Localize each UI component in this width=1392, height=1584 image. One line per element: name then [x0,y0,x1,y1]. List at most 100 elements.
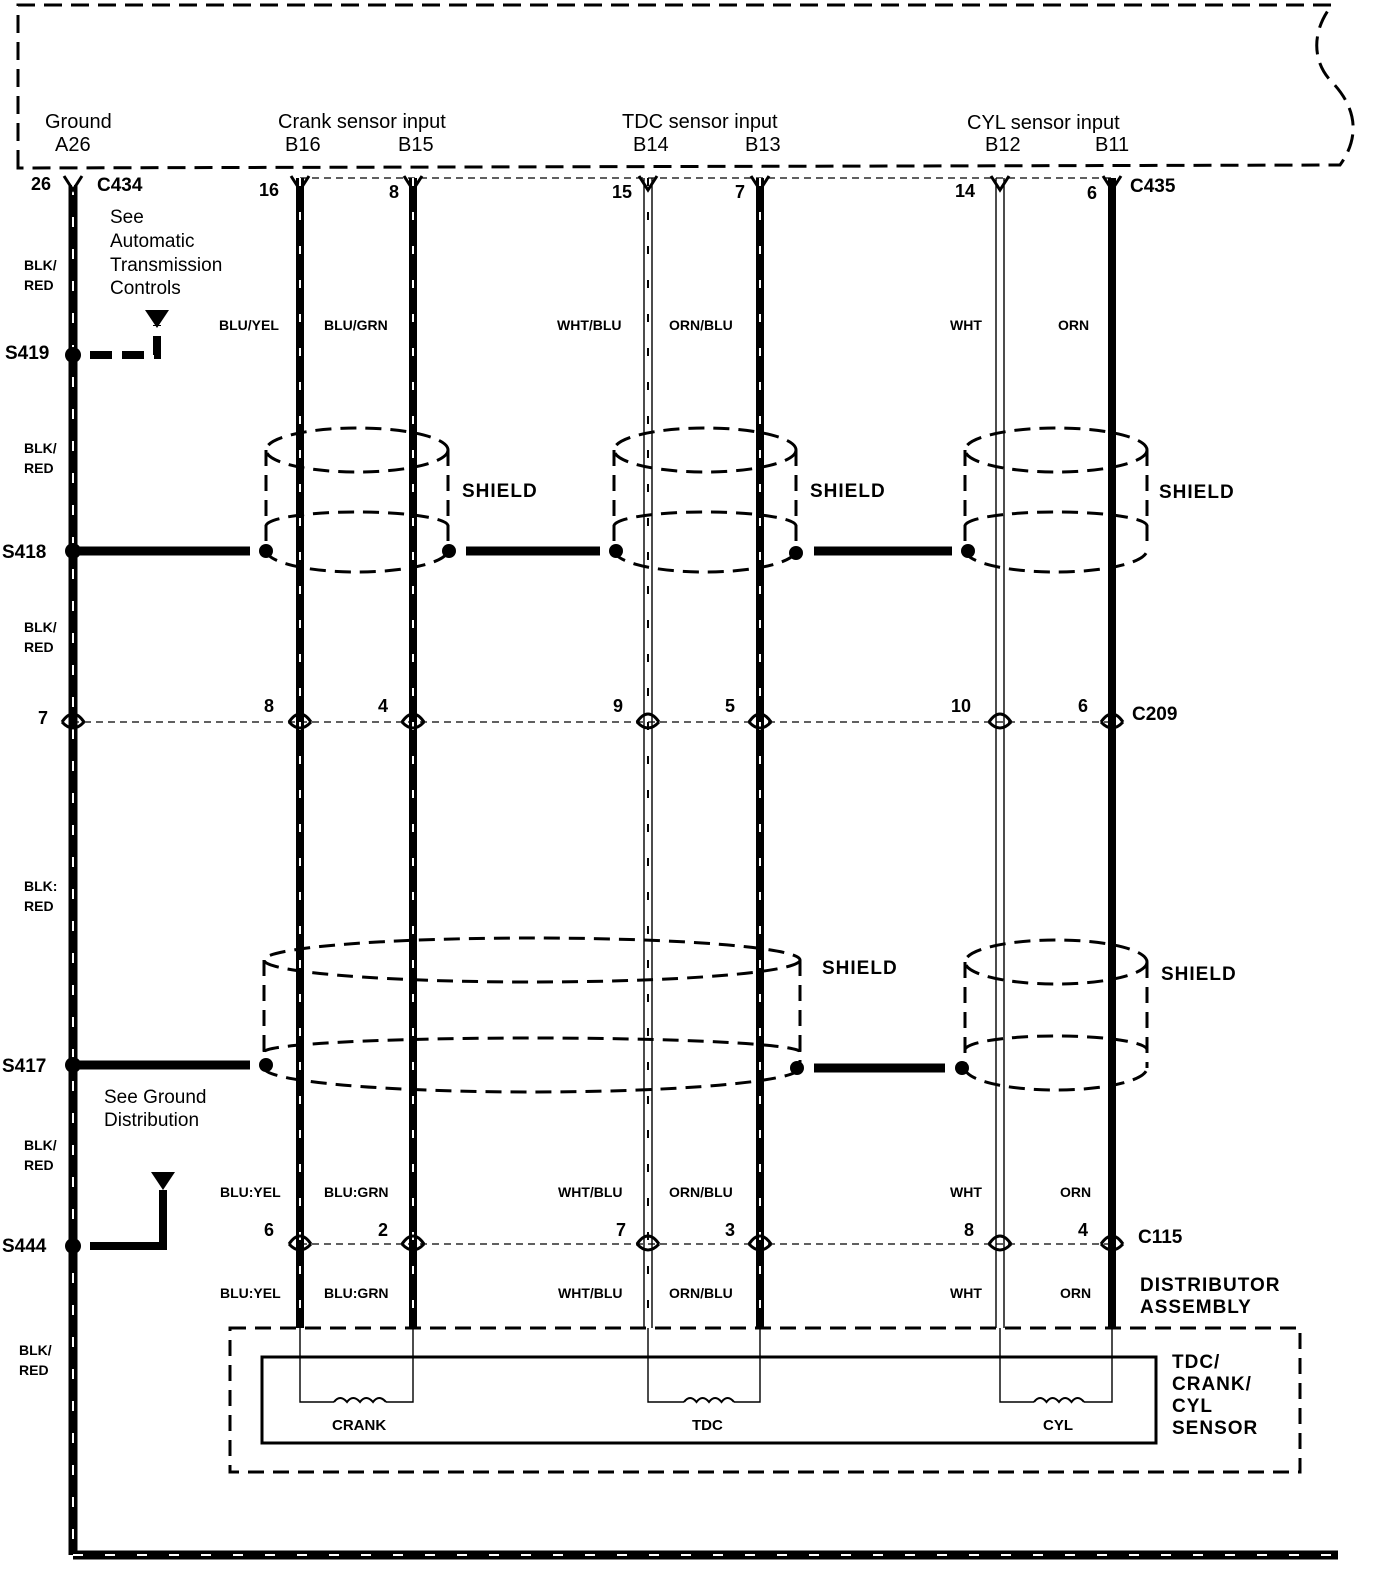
ecm-box-outline [16,3,1355,170]
pin-c115-4: 4 [1078,1220,1088,1240]
pin-c434-26: 26 [31,174,51,194]
coil-icons [333,1397,1085,1404]
connector-c435: C435 [1130,176,1176,197]
pin-c209-8: 8 [264,696,274,716]
shield-drain-s418 [73,544,975,560]
shield-labels: SHIELD SHIELD SHIELD SHIELD SHIELD [462,481,1236,985]
ground-wire-color: BLK/RED [24,440,57,476]
shield-cyl-upper [963,426,1149,574]
wire-color: WHT [950,1184,982,1200]
tdc-wire-wht-blu [643,178,653,1328]
splice-s419: S419 [5,343,49,364]
c434-terminal [62,175,84,193]
coil-leads [299,1328,1113,1403]
splice-s417: S417 [2,1056,46,1077]
crank-pin-label-2: B15 [398,134,434,156]
coil-label-crank: CRANK [332,1417,386,1434]
pin-c435-7: 7 [735,182,745,202]
distributor-title: ASSEMBLY [1140,1297,1252,1318]
shield-drain-s417 [73,1058,969,1075]
cyl-pin-label-1: B12 [985,134,1021,156]
wire-color: WHT [950,317,982,333]
s419-branch [90,310,169,359]
wire-color: ORN/BLU [669,1184,733,1200]
pin-c209-9: 9 [613,696,623,716]
splice-s444: S444 [2,1236,47,1257]
pin-c115-6: 6 [264,1220,274,1240]
connector-c115: C115 [1138,1227,1183,1248]
wire-color: ORN/BLU [669,317,733,333]
pin-c209-5: 5 [725,696,735,716]
c115-terminals [287,1234,1125,1252]
ground-wire-color: BLK/RED [24,619,57,655]
pin-c115-2: 2 [378,1220,388,1240]
tdc-pin-label-1: B14 [633,134,669,156]
connector-c434: C434 [97,175,143,196]
cyl-wire-wht [995,178,1005,1328]
ground-wire-color: BLK/RED [24,1137,57,1173]
pin-c435-16: 16 [259,180,279,200]
pin-numbers: 26 16 8 15 7 14 6 7 8 4 9 5 10 6 6 2 7 3… [31,174,1097,1240]
crank-pin-label-1: B16 [285,134,321,156]
wire-colors-lower-a: BLU:YEL BLU:GRN WHT/BLU ORN/BLU WHT ORN [220,1184,1091,1200]
ground-wire-color: BLK/RED [24,257,57,293]
c435-terminals [289,175,1123,193]
note-line: Controls [110,278,181,299]
wire-color: BLU/YEL [219,317,279,333]
see-atc-note: See Automatic Transmission Controls [110,207,222,299]
splice-s418: S418 [2,542,46,563]
shield-cyl-lower [963,938,1149,1092]
coil-label-cyl: CYL [1043,1417,1073,1434]
sensor-title: CRANK/ [1172,1374,1252,1395]
wire-color: BLU:GRN [324,1285,389,1301]
shield-label: SHIELD [1159,482,1235,503]
coil-icon [1033,1397,1085,1404]
note-line: See Ground [104,1087,206,1108]
shield-crank-upper [264,426,450,574]
sensor-title: TDC/ [1172,1352,1220,1373]
pin-c115-8: 8 [964,1220,974,1240]
note-line: Transmission [110,255,222,276]
distributor-assembly-box [228,1326,1302,1474]
note-line: See [110,207,144,228]
distributor-title: DISTRIBUTOR [1140,1275,1280,1296]
pin-c435-8: 8 [389,182,399,202]
coil-icon [333,1397,387,1404]
pin-c435-14: 14 [955,181,975,201]
tdc-input-title: TDC sensor input [622,111,778,133]
wire-color: BLU:GRN [324,1184,389,1200]
wire-color: BLU/GRN [324,317,388,333]
pin-c435-15: 15 [612,182,632,202]
pin-c435-6: 6 [1087,183,1097,203]
wire-color: ORN [1058,317,1089,333]
arrow-down-icon [151,1172,175,1190]
cyl-input-title: CYL sensor input [967,112,1120,134]
pin-c209-6: 6 [1078,696,1088,716]
shield-crank-tdc-lower [262,936,802,1094]
pin-c209-7: 7 [38,708,48,728]
crank-input-title: Crank sensor input [278,111,446,133]
wire-colors-lower-b: BLU:YEL BLU:GRN WHT/BLU ORN/BLU WHT ORN [220,1285,1091,1301]
distributor-labels: DISTRIBUTOR ASSEMBLY TDC/ CRANK/ CYL SEN… [332,1275,1280,1439]
note-line: Distribution [104,1110,199,1131]
pin-c209-4: 4 [378,696,388,716]
shield-tdc-upper [612,426,798,574]
wire-color: BLU:YEL [220,1285,281,1301]
wire-color: WHT [950,1285,982,1301]
sensor-title: SENSOR [1172,1418,1258,1439]
ecm-header: Ground A26 Crank sensor input B16 B15 TD… [45,111,1129,156]
wire-colors-upper: BLU/YEL BLU/GRN WHT/BLU ORN/BLU WHT ORN [219,317,1089,333]
sensor-box [260,1355,1158,1445]
tdc-pin-label-2: B13 [745,134,781,156]
ground-wire [68,185,1338,1560]
wire-color: WHT/BLU [558,1184,623,1200]
sensor-title: CYL [1172,1396,1213,1417]
wire-color: BLU:YEL [220,1184,281,1200]
coil-label-tdc: TDC [692,1417,723,1434]
pin-c209-10: 10 [951,696,971,716]
shield-label: SHIELD [810,481,886,502]
cyl-pin-label-2: B11 [1095,134,1129,156]
coil-icon [683,1397,735,1404]
wire-color: ORN/BLU [669,1285,733,1301]
